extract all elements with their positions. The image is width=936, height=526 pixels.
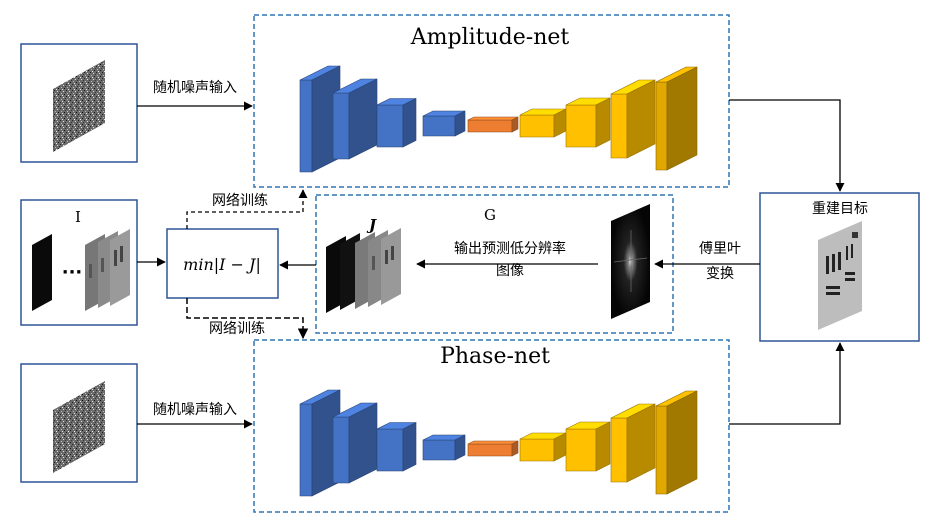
- i-image-stack: [85, 229, 130, 311]
- phase-net-layers: [299, 389, 698, 497]
- phase-layer-8: [610, 403, 656, 483]
- noise-input-label-top: 随机噪声输入: [153, 80, 237, 96]
- phase-layer-3: [376, 422, 417, 472]
- g-title: G: [484, 206, 496, 224]
- phase-layer-2: [332, 402, 378, 484]
- phase-layer-7: [565, 421, 611, 472]
- phase-layer-6: [519, 432, 567, 462]
- loss-text: min|I − J|: [183, 255, 261, 274]
- amplitude-layer-1: [299, 65, 341, 173]
- phase-net-title: Phase-net: [440, 344, 550, 369]
- train-label-top: 网络训练: [212, 193, 268, 209]
- g-output-label-line2: 图像: [496, 263, 524, 279]
- fourier-label-line2: 变换: [706, 265, 734, 282]
- amplitude-layer-9: [655, 66, 698, 171]
- amplitude-net-block: [253, 14, 730, 188]
- fft-cross-h: [613, 257, 648, 263]
- amplitude-layer-6: [519, 108, 567, 138]
- noise-image-top: [53, 60, 105, 152]
- amp-to-target-arrow: [729, 99, 845, 192]
- fourier-label-line1: 傅里叶: [699, 241, 741, 257]
- target-title: 重建目标: [812, 201, 868, 217]
- noise-input-label-bottom: 随机噪声输入: [153, 402, 237, 418]
- amplitude-net-layers: [299, 65, 698, 173]
- phase-layer-4: [422, 434, 466, 461]
- fft-image: [611, 204, 650, 319]
- phase-to-target-arrow: [729, 342, 845, 425]
- j-label: J: [366, 216, 377, 234]
- train-connector-bottom: [186, 298, 309, 340]
- loss-box: [166, 228, 279, 299]
- target-image: [818, 221, 862, 330]
- phase-net-block: [253, 339, 730, 513]
- amplitude-layer-7: [565, 97, 611, 148]
- g-output-label-line1: 输出预测低分辨率: [454, 240, 566, 257]
- amplitude-layer-4: [422, 110, 466, 137]
- amplitude-layer-5: [467, 116, 519, 133]
- i-dark-image: [32, 234, 52, 311]
- phase-layer-5: [467, 440, 519, 457]
- i-label: I: [75, 208, 81, 226]
- noise-image-bottom: [53, 381, 105, 473]
- i-dots: ···: [62, 262, 83, 283]
- train-connector-top: [186, 189, 308, 229]
- phase-layer-9: [655, 390, 698, 495]
- train-label-bottom: 网络训练: [209, 321, 265, 337]
- j-image-stack: [326, 228, 401, 313]
- amplitude-net-title: Amplitude-net: [410, 25, 570, 50]
- amplitude-layer-8: [610, 79, 656, 159]
- amplitude-layer-2: [332, 78, 378, 160]
- amplitude-layer-3: [376, 98, 417, 148]
